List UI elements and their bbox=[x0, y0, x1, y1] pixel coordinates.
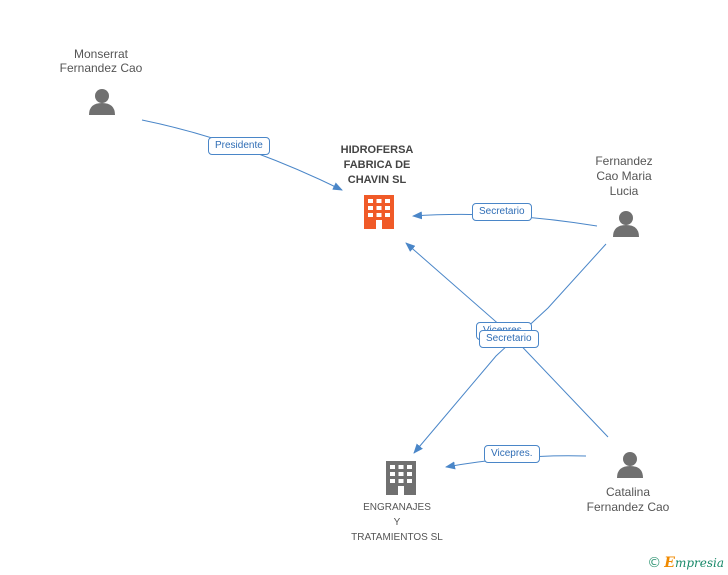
name-line: Y bbox=[393, 517, 401, 528]
company-label-hidrofersa[interactable]: HIDROFERSA FABRICA DE CHAVIN SL bbox=[322, 143, 432, 188]
name-line: TRATAMIENTOS SL bbox=[351, 532, 443, 543]
brand-footer[interactable]: ©Empresia bbox=[647, 555, 724, 571]
name-line: Fernandez bbox=[595, 154, 653, 168]
name-line: FABRICA DE bbox=[343, 159, 411, 171]
name-line: ENGRANAJES bbox=[363, 502, 431, 513]
name-line: Fernandez Cao bbox=[586, 500, 670, 514]
name-line: Fernandez Cao bbox=[59, 61, 143, 75]
relation-label-presidente: Presidente bbox=[208, 137, 270, 155]
person-label-fernandez-cao-maria[interactable]: Fernandez Cao Maria Lucia bbox=[574, 154, 674, 199]
name-line: Lucia bbox=[609, 184, 639, 198]
building-icon bbox=[364, 195, 394, 229]
name-line: HIDROFERSA bbox=[340, 144, 414, 156]
person-label-catalina[interactable]: Catalina Fernandez Cao bbox=[572, 485, 684, 515]
relation-label-secretario: Secretario bbox=[472, 203, 532, 221]
person-icon bbox=[89, 89, 115, 115]
name-line: CHAVIN SL bbox=[347, 174, 407, 186]
brand-initial: E bbox=[664, 555, 675, 571]
person-label-monserrat[interactable]: Monserrat Fernandez Cao bbox=[40, 47, 162, 75]
person-icon bbox=[617, 452, 643, 478]
name-line: Cao Maria bbox=[596, 169, 652, 183]
brand-name: mpresia bbox=[674, 556, 724, 570]
relation-label-vicepres: Vicepres. bbox=[484, 445, 540, 463]
company-label-engranajes[interactable]: ENGRANAJES Y TRATAMIENTOS SL bbox=[336, 500, 458, 545]
name-line: Catalina bbox=[605, 485, 651, 499]
person-icon bbox=[613, 211, 639, 237]
copyright-icon: © bbox=[647, 555, 662, 571]
building-icon bbox=[386, 461, 416, 495]
name-line: Monserrat bbox=[73, 47, 129, 61]
relation-label-secretario: Secretario bbox=[479, 330, 539, 348]
edge-monserrat-to-hidrofersa bbox=[141, 119, 343, 191]
